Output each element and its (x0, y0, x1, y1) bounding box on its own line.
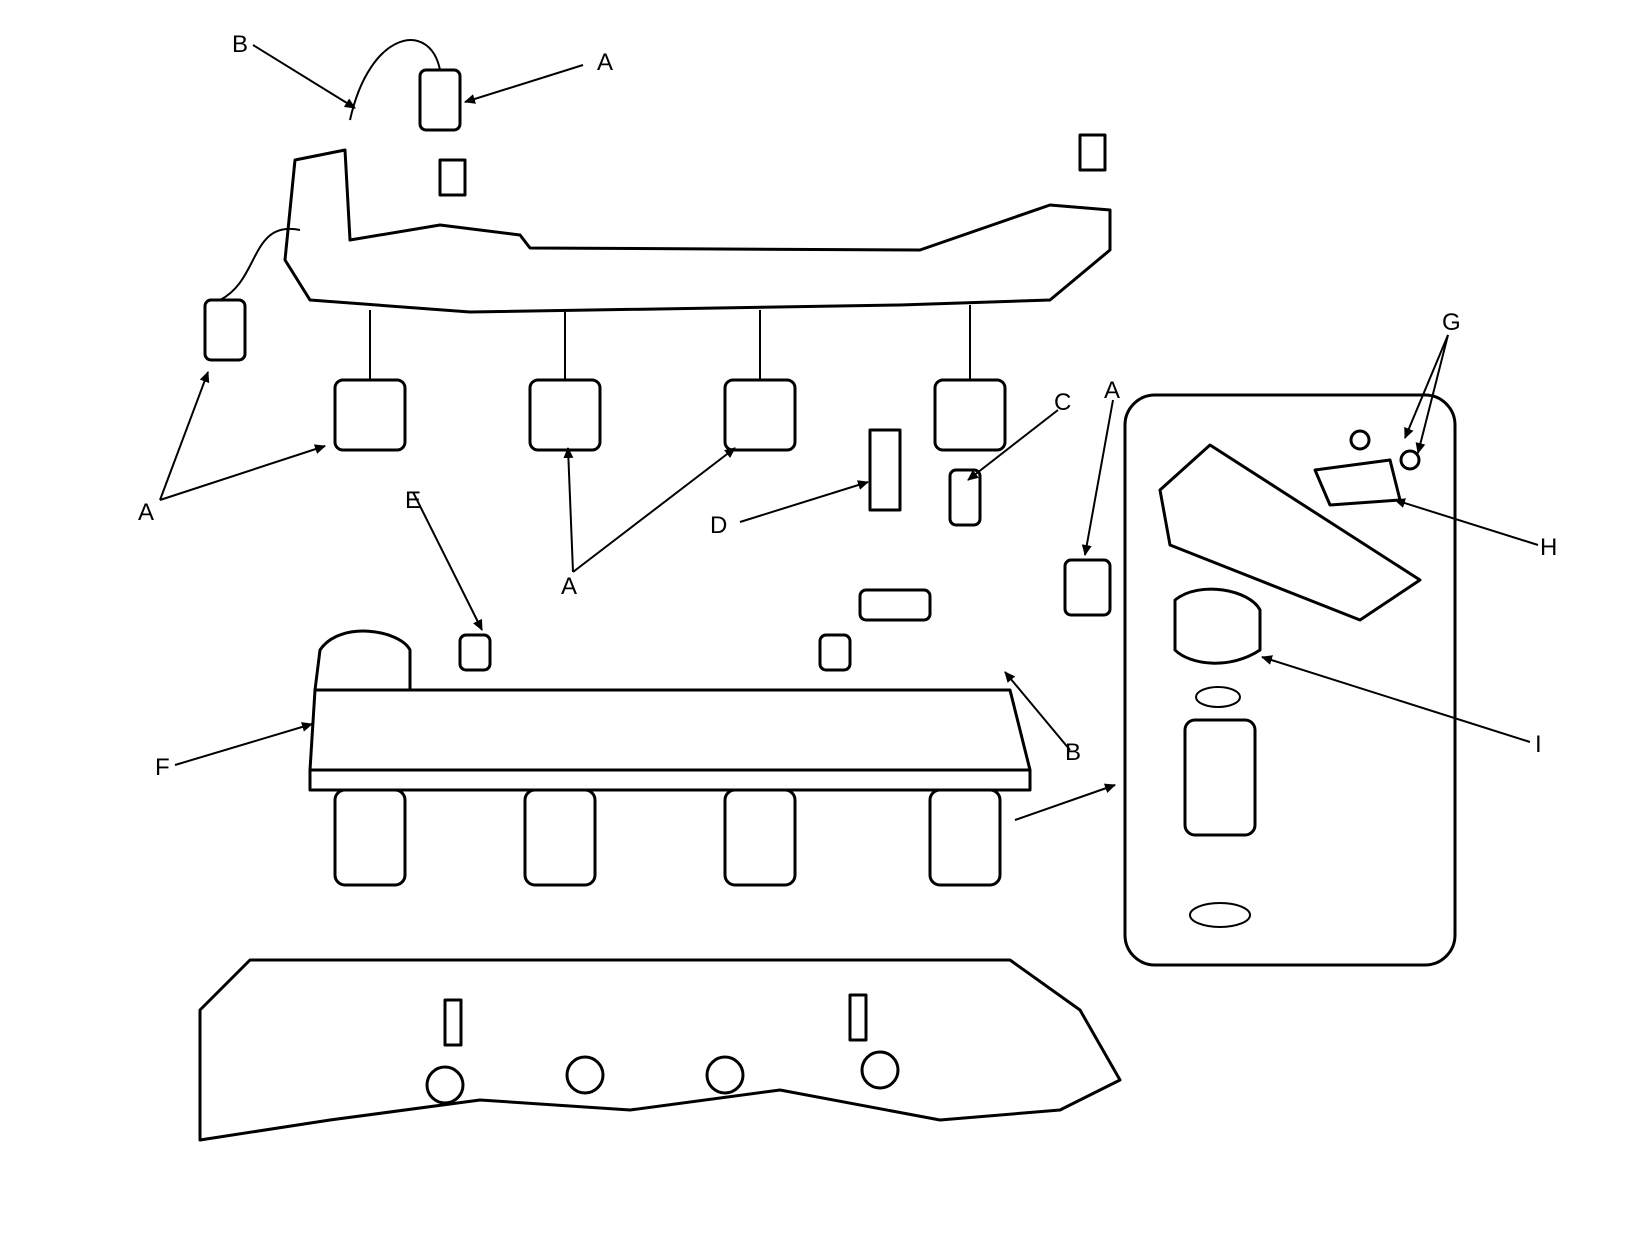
fuel-hose-fitting (858, 588, 932, 622)
rail-nut (818, 633, 852, 672)
injector-connector (333, 378, 407, 452)
manifold-stud (848, 993, 868, 1042)
inset-seal-cushion (1173, 587, 1262, 665)
callout-e: E (405, 487, 421, 514)
harness-connector (203, 298, 247, 362)
fuel-feed-cap (948, 468, 982, 527)
manifold-port (705, 1055, 745, 1095)
fuel-injector (928, 788, 1002, 887)
callout-f: F (155, 754, 170, 781)
callout-h: H (1540, 534, 1557, 561)
callout-a: A (597, 49, 613, 76)
callout-leaders (159, 44, 1539, 766)
inset-screw (1349, 429, 1371, 451)
harness-connector (418, 68, 462, 132)
fuel-injector (523, 788, 597, 887)
inset-screw (1399, 449, 1421, 471)
inset-rail-section (1158, 443, 1422, 622)
callout-b: B (232, 31, 248, 58)
callout-c: C (1054, 389, 1071, 416)
callout-i: I (1535, 731, 1542, 758)
inset-o-ring (1189, 902, 1251, 928)
callout-d: D (710, 512, 727, 539)
manifold-port (425, 1065, 465, 1105)
bolt (1078, 133, 1107, 172)
callout-b: B (1065, 739, 1081, 766)
injector-connector (723, 378, 797, 452)
callout-a: A (1104, 377, 1120, 404)
rail-nut (458, 633, 492, 672)
injector-connector (933, 378, 1007, 452)
manifold-port (565, 1055, 605, 1095)
injector-detail-inset (1123, 393, 1457, 967)
fuel-hose (868, 428, 902, 512)
fuel-rail-assembly (308, 428, 1112, 887)
fuel-rail-lower (308, 768, 1032, 792)
callout-a: A (138, 499, 154, 526)
bolt (438, 158, 467, 197)
manifold-port (860, 1050, 900, 1090)
injector-harness (203, 39, 1112, 452)
fuel-injector (723, 788, 797, 887)
intake-manifold (198, 958, 1122, 1142)
inset-o-ring (1195, 686, 1241, 708)
injector-connector (528, 378, 602, 452)
callout-g: G (1442, 309, 1461, 336)
manifold-stud (443, 998, 463, 1047)
callout-a: A (561, 573, 577, 600)
fuel-injector (333, 788, 407, 887)
inset-injector (1183, 718, 1257, 837)
callout-labels: B A A A A C D E F B G H I (138, 31, 1557, 781)
rail-connector (1063, 558, 1112, 617)
